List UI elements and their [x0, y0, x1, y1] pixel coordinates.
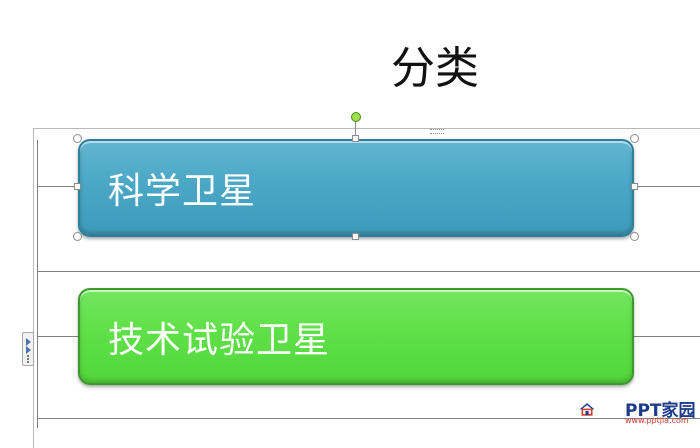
resize-handle-right[interactable] — [631, 183, 638, 190]
expand-arrow-icon — [26, 338, 31, 346]
list-divider — [37, 418, 700, 419]
resize-handle-bottom[interactable] — [352, 233, 359, 240]
grip-dots-icon — [27, 355, 31, 363]
frame-resize-grip[interactable] — [430, 129, 444, 134]
text-pane-toggle[interactable] — [22, 332, 34, 366]
resize-handle-left[interactable] — [74, 183, 81, 190]
connector-line — [634, 186, 700, 187]
smartart-item-science-satellite[interactable]: 科学卫星 — [78, 139, 634, 237]
smartart-item-tech-test-satellite[interactable]: 技术试验卫星 — [78, 288, 634, 385]
connector-line — [37, 140, 38, 428]
watermark-brand: PPT家园 — [625, 401, 696, 421]
rotate-handle-stem — [355, 121, 356, 138]
slide-title[interactable]: 分类 — [391, 43, 479, 94]
rotate-handle[interactable] — [351, 112, 361, 122]
expand-arrow-icon — [26, 346, 31, 354]
resize-handle-top[interactable] — [352, 135, 359, 142]
connector-line — [37, 336, 78, 337]
resize-handle-bottom-left[interactable] — [73, 232, 82, 241]
house-icon — [579, 403, 595, 416]
connector-line — [634, 336, 700, 337]
resize-handle-top-left[interactable] — [73, 134, 82, 143]
watermark-url: www.pptjia.com — [625, 416, 689, 425]
connector-line — [37, 186, 78, 187]
resize-handle-bottom-right[interactable] — [630, 232, 639, 241]
smartart-frame[interactable] — [33, 128, 700, 448]
resize-handle-top-right[interactable] — [630, 134, 639, 143]
list-divider — [37, 271, 700, 272]
